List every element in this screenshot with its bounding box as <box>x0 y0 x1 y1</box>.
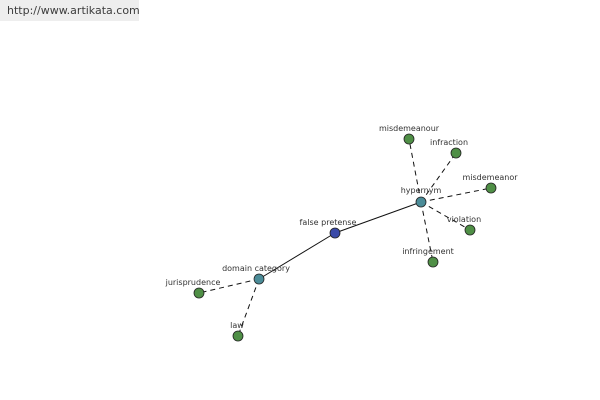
node-misdemeanour[interactable] <box>403 133 415 145</box>
node-misdemeanor[interactable] <box>485 182 497 194</box>
label-law: law <box>230 321 244 330</box>
edge-hypernym-violation <box>420 201 471 231</box>
label-misdemeanor: misdemeanor <box>462 173 518 182</box>
edge-hypernym-infraction <box>420 152 457 203</box>
label-jurisprudence: jurisprudence <box>165 278 221 287</box>
node-violation[interactable] <box>464 224 476 236</box>
edge-domain-category-jurisprudence <box>198 278 260 294</box>
node-domain-category[interactable] <box>253 273 265 285</box>
label-false-pretense: false pretense <box>300 218 357 227</box>
node-hypernym[interactable] <box>415 196 427 208</box>
node-infraction[interactable] <box>450 147 462 159</box>
label-hypernym: hypernym <box>401 186 442 195</box>
node-law[interactable] <box>232 330 244 342</box>
site-url[interactable]: http://www.artikata.com <box>7 4 140 17</box>
edge-false-pretense-domain-category <box>258 232 336 280</box>
url-banner: http://www.artikata.com <box>0 0 140 21</box>
label-misdemeanour: misdemeanour <box>379 124 440 133</box>
edge-hypernym-misdemeanour <box>408 138 422 203</box>
edge-false-pretense-hypernym <box>334 201 422 234</box>
label-violation: violation <box>447 215 481 224</box>
node-infringement[interactable] <box>427 256 439 268</box>
edge-domain-category-law <box>237 278 260 337</box>
node-false-pretense[interactable] <box>329 227 341 239</box>
label-domain-category: domain category <box>222 264 290 273</box>
edge-hypernym-misdemeanor <box>420 187 492 203</box>
edge-hypernym-infringement <box>420 201 434 263</box>
node-jurisprudence[interactable] <box>193 287 205 299</box>
label-infringement: infringement <box>402 247 454 256</box>
label-infraction: infraction <box>430 138 468 147</box>
